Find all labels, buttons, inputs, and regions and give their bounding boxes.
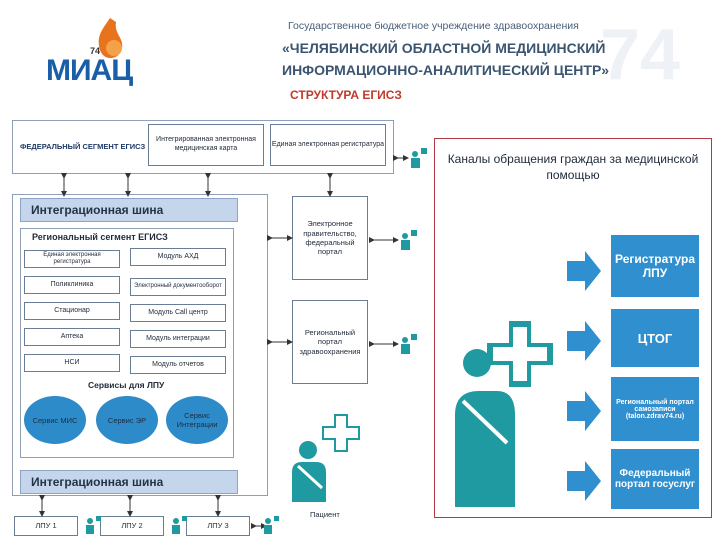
federal-segment-label: ФЕДЕРАЛЬНЫЙ СЕГМЕНТ ЕГИСЗ — [20, 142, 146, 151]
logo-flame-icon — [98, 18, 123, 59]
page-subtitle: СТРУКТУРА ЕГИСЗ — [290, 88, 402, 102]
regional-item-nsi: НСИ — [24, 354, 120, 372]
lpu-2-box: ЛПУ 2 — [100, 516, 164, 536]
channel-arrows — [567, 251, 601, 501]
egov-portal-box: Электронное правительство, федеральный п… — [292, 196, 368, 280]
regional-item-pharmacy: Аптека — [24, 328, 120, 346]
service-er-cloud: Сервис ЭР — [96, 396, 158, 444]
integration-bus-bottom: Интеграционная шина — [20, 470, 238, 494]
federal-segment — [12, 120, 394, 174]
regional-item-polyclinic: Поликлиника — [24, 276, 120, 294]
lpu-1-box: ЛПУ 1 — [14, 516, 78, 536]
mini-patient-icon-egov — [401, 230, 417, 250]
logo-text: МИАЦ — [46, 54, 133, 87]
regional-item-registry: Единая электронная регистратура — [24, 250, 120, 268]
mini-patient-icon-lpu2 — [172, 516, 187, 534]
regional-portal-box: Региональный портал здравоохранения — [292, 300, 368, 384]
integrated-emk-box: Интегрированная электронная медицинская … — [148, 124, 264, 166]
mini-patient-icon-lpu3 — [264, 516, 279, 534]
mini-patient-icon-lpu1 — [86, 516, 101, 534]
regional-item-ahd: Модуль АХД — [130, 248, 226, 266]
federal-registry-box: Единая электронная регистратура — [270, 124, 386, 166]
org-line-3: ИНФОРМАЦИОННО-АНАЛИТИЧЕСКИЙ ЦЕНТР» — [282, 62, 610, 78]
regional-item-hospital: Стационар — [24, 302, 120, 320]
regional-frame — [12, 194, 268, 496]
mini-patient-icon-regional — [401, 334, 417, 354]
channels-title: Каналы обращения граждан за медицинской … — [447, 152, 699, 183]
channels-panel: Каналы обращения граждан за медицинской … — [434, 138, 712, 518]
miac-logo: 74 МИАЦ — [40, 12, 160, 92]
channel-ctog: ЦТОГ — [611, 309, 699, 367]
patient-icon — [292, 414, 360, 502]
patient-large-icon — [455, 321, 553, 507]
lpu-3-box: ЛПУ 3 — [186, 516, 250, 536]
patient-label: Пациент — [310, 510, 340, 519]
regional-item-integration: Модуль интеграции — [130, 330, 226, 348]
regional-segment — [20, 228, 234, 458]
regional-item-edo: Электронный документооборот — [130, 278, 226, 296]
service-integration-cloud: Сервис Интеграции — [166, 396, 228, 444]
regional-item-callcenter: Модуль Call центр — [130, 304, 226, 322]
integration-bus-top: Интеграционная шина — [20, 198, 238, 222]
org-line-2: «ЧЕЛЯБИНСКИЙ ОБЛАСТНОЙ МЕДИЦИНСКИЙ — [282, 40, 606, 56]
org-line-1: Государственное бюджетное учреждение здр… — [288, 20, 579, 32]
services-label: Сервисы для ЛПУ — [88, 380, 165, 390]
logo-number: 74 — [90, 46, 101, 56]
channel-registry: Регистратура ЛПУ — [611, 235, 699, 297]
mini-patient-icon-federal — [411, 148, 427, 168]
channel-regional-portal: Региональный портал самозаписи (talon.zd… — [611, 377, 699, 441]
regional-segment-label: Региональный сегмент ЕГИСЗ — [32, 232, 168, 242]
service-mis-cloud: Сервис МИС — [24, 396, 86, 444]
channel-gosuslugi: Федеральный портал госуслуг — [611, 449, 699, 509]
regional-item-reports: Модуль отчетов — [130, 356, 226, 374]
watermark-74: 74 — [600, 15, 681, 95]
